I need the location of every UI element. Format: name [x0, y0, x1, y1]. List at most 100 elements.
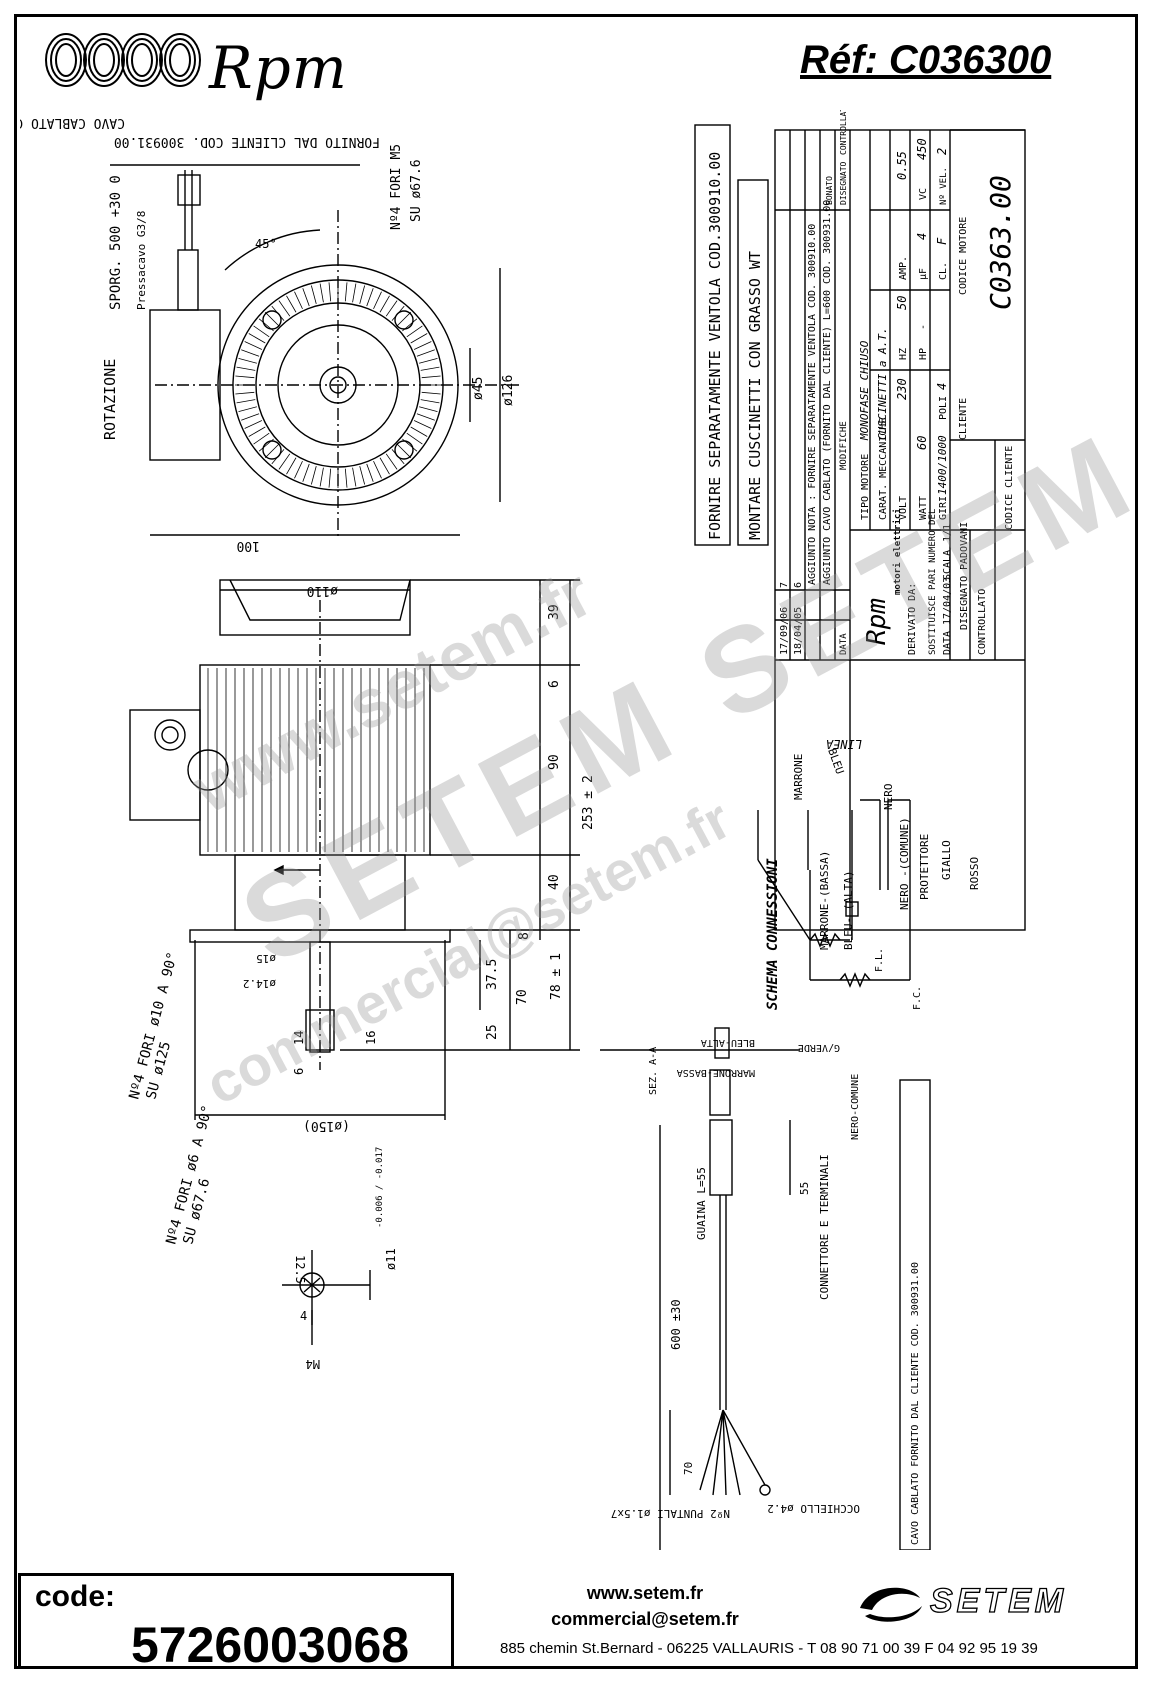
title-block [694, 124, 1026, 1550]
tb-hz-label: HZ [898, 348, 909, 360]
fl-label: F.L. [874, 948, 885, 972]
rotazione-label: ROTAZIONE [101, 359, 119, 440]
occhiello-label: OCCHIELLO ø4.2 [767, 1502, 860, 1515]
d14-label: ø14.2 [243, 977, 276, 990]
sporg-label: SPORG. 500 +30 0 [108, 175, 124, 310]
angle-45-label: 45° [255, 237, 277, 251]
note-fornire: FORNIRE SEPARATAMENTE VENTOLA COD.300910… [706, 152, 724, 540]
h78-label: 78 ± 1 [549, 953, 564, 1000]
tb-vel: 2 [935, 148, 949, 155]
h6-label: 6 [547, 680, 562, 688]
tb-tipo-value: MONOFASE CHIUSO [858, 340, 871, 441]
tb-codice-cliente-label: CODICE CLIENTE [1004, 446, 1015, 530]
bleu-alta-label: BLEU- (ALTA) [842, 871, 855, 950]
h70-label: 70 [515, 989, 530, 1005]
setem-logo: SETEM [850, 1578, 1120, 1628]
tb-scala-label: SCALA [942, 550, 953, 580]
code-label: code: [35, 1580, 116, 1613]
cavo-cod-label: CAVO CABLATO FORNITO DAL CLIENTE COD. 30… [910, 1262, 921, 1545]
tb-codice-motore-label: CODICE MOTORE [958, 217, 969, 295]
drawing-sheet [14, 14, 1138, 1669]
nero-comune2-label: NERO-COMUNE [850, 1074, 861, 1140]
tb-vc: 450 [915, 138, 929, 160]
cable-note-2: FORNITO DAL CLIENTE COD. 300931.00 [114, 134, 380, 149]
rev7-n: 7 [779, 582, 790, 588]
tb-vc-label: VC [918, 188, 929, 200]
tb-data-value: 17/04/03 [942, 577, 953, 625]
tb-cl: F [935, 237, 949, 245]
tb-scala-value: 1/1 [942, 524, 953, 542]
tb-uf: 4 [915, 233, 929, 240]
rev-header-modifiche: MODIFICHE [839, 421, 849, 470]
giallo-label: GIALLO [940, 840, 953, 880]
tb-carat-value: CUSCINETTI a A.T. [876, 327, 889, 440]
fori-m5-label: Nº4 FORI M5 [389, 144, 404, 230]
connection-schematic [757, 799, 911, 988]
d4-label: 4 [300, 1309, 307, 1323]
tb-company-sub: motori elettrici [892, 508, 903, 595]
fc-label: F.C. [912, 986, 923, 1010]
swoosh-icon [860, 1587, 922, 1622]
h90-label: 90 [547, 754, 562, 770]
tb-vel-label: Nº VEL. [939, 167, 949, 205]
h39-label: 39 [547, 604, 562, 620]
rev-bonato: BONATO [825, 176, 834, 205]
website-link[interactable]: www.setem.fr [586, 1583, 704, 1603]
rev6-date: 18/04/05 [793, 607, 804, 655]
tb-codice-motore: C0363.00 [984, 175, 1017, 310]
reference-number: Réf: C036300 [800, 38, 1052, 82]
rev7-text: AGGIUNTO NOTA : FORNIRE SEPARATAMENTE VE… [807, 224, 818, 585]
tb-poli-label: POLI [938, 396, 949, 420]
tb-disegnato-value: PADOVANI [959, 522, 970, 570]
d150-label: (ø150) [303, 1118, 350, 1133]
h253-label: 253 ± 2 [581, 775, 596, 830]
su676-top-label: SU ø67.6 [409, 159, 424, 222]
rosso-label: ROSSO [968, 857, 981, 890]
d11-tol-label: -0.006 / -0.017 [375, 1147, 385, 1228]
d126-label: ø126 [501, 375, 516, 406]
pressacavo-label: Pressacavo G3/8 [135, 211, 148, 310]
marrone-bassa2-label: MARRONE-BASSA [677, 1067, 755, 1078]
coil-logo-icon [45, 33, 201, 87]
d11-label: ø11 [384, 1248, 398, 1270]
rev-header-controllato: CONTROLLATO [839, 110, 848, 155]
sez-label: SEZ. A-A [648, 1047, 659, 1095]
marrone-bassa-label: MARRONE-(BASSA) [818, 851, 831, 950]
schema-title: SCHEMA CONNESSIONI [765, 858, 781, 1010]
technical-drawing: CAVO CABLATO COMPLETO DI CONNETTORE FORN… [20, 110, 1026, 1550]
tb-sostituisce: SOSTITUISCE PARI NUMERO DEL [928, 509, 938, 655]
nero-comune-label: NERO -(COMUNE) [898, 817, 911, 910]
rev6-text: AGGIUNTO CAVO CABLATO (FORNITO DAL CLIEN… [822, 200, 833, 585]
tb-hz: 50 [895, 296, 909, 310]
tb-controllato-label: CONTROLLATO [977, 589, 988, 655]
guaina-label: GUAINA L=55 [695, 1167, 708, 1240]
bleu-alta2-label: BLEU-ALTA [701, 1037, 755, 1048]
l600-label: 600 ±30 [669, 1299, 683, 1350]
l70-label: 70 [682, 1462, 695, 1475]
tb-company: Rpm [862, 598, 892, 645]
tb-giri-label: GIRI [938, 496, 949, 520]
nero-label: NERO [882, 784, 895, 811]
marrone-label: MARRONE [792, 754, 805, 800]
tb-volt: 230 [895, 378, 909, 400]
motor-side-view [129, 579, 580, 1120]
puntali-label: Nº2 PUNTALI ø1.5x7 [611, 1507, 730, 1520]
rev-header-disegnato: DISEGNATO [839, 161, 848, 205]
tb-watt-label: WATT [918, 496, 929, 520]
h14-label: 14 [292, 1031, 306, 1045]
h25-label: 25 [485, 1024, 500, 1040]
email-link[interactable]: commercial@setem.fr [551, 1609, 739, 1629]
h8-label: 8 [517, 932, 532, 940]
protettore-label: PROTETTORE [918, 834, 931, 900]
w100-label: 100 [237, 538, 260, 553]
h6b-label: 6 [292, 1068, 306, 1075]
h16-label: 16 [364, 1031, 378, 1045]
cable-assembly [600, 1027, 800, 1550]
tb-cl-label: CL. [938, 262, 949, 280]
tb-hp: - [918, 324, 929, 330]
tb-derivato: DERIVATO DA: [907, 583, 918, 655]
brand-name: Rpm [209, 34, 348, 102]
gverde-label: G/VERDE [798, 1042, 840, 1053]
note-montare: MONTARE CUSCINETTI CON GRASSO WT [746, 251, 764, 540]
tb-hp-label: HP [918, 348, 929, 360]
